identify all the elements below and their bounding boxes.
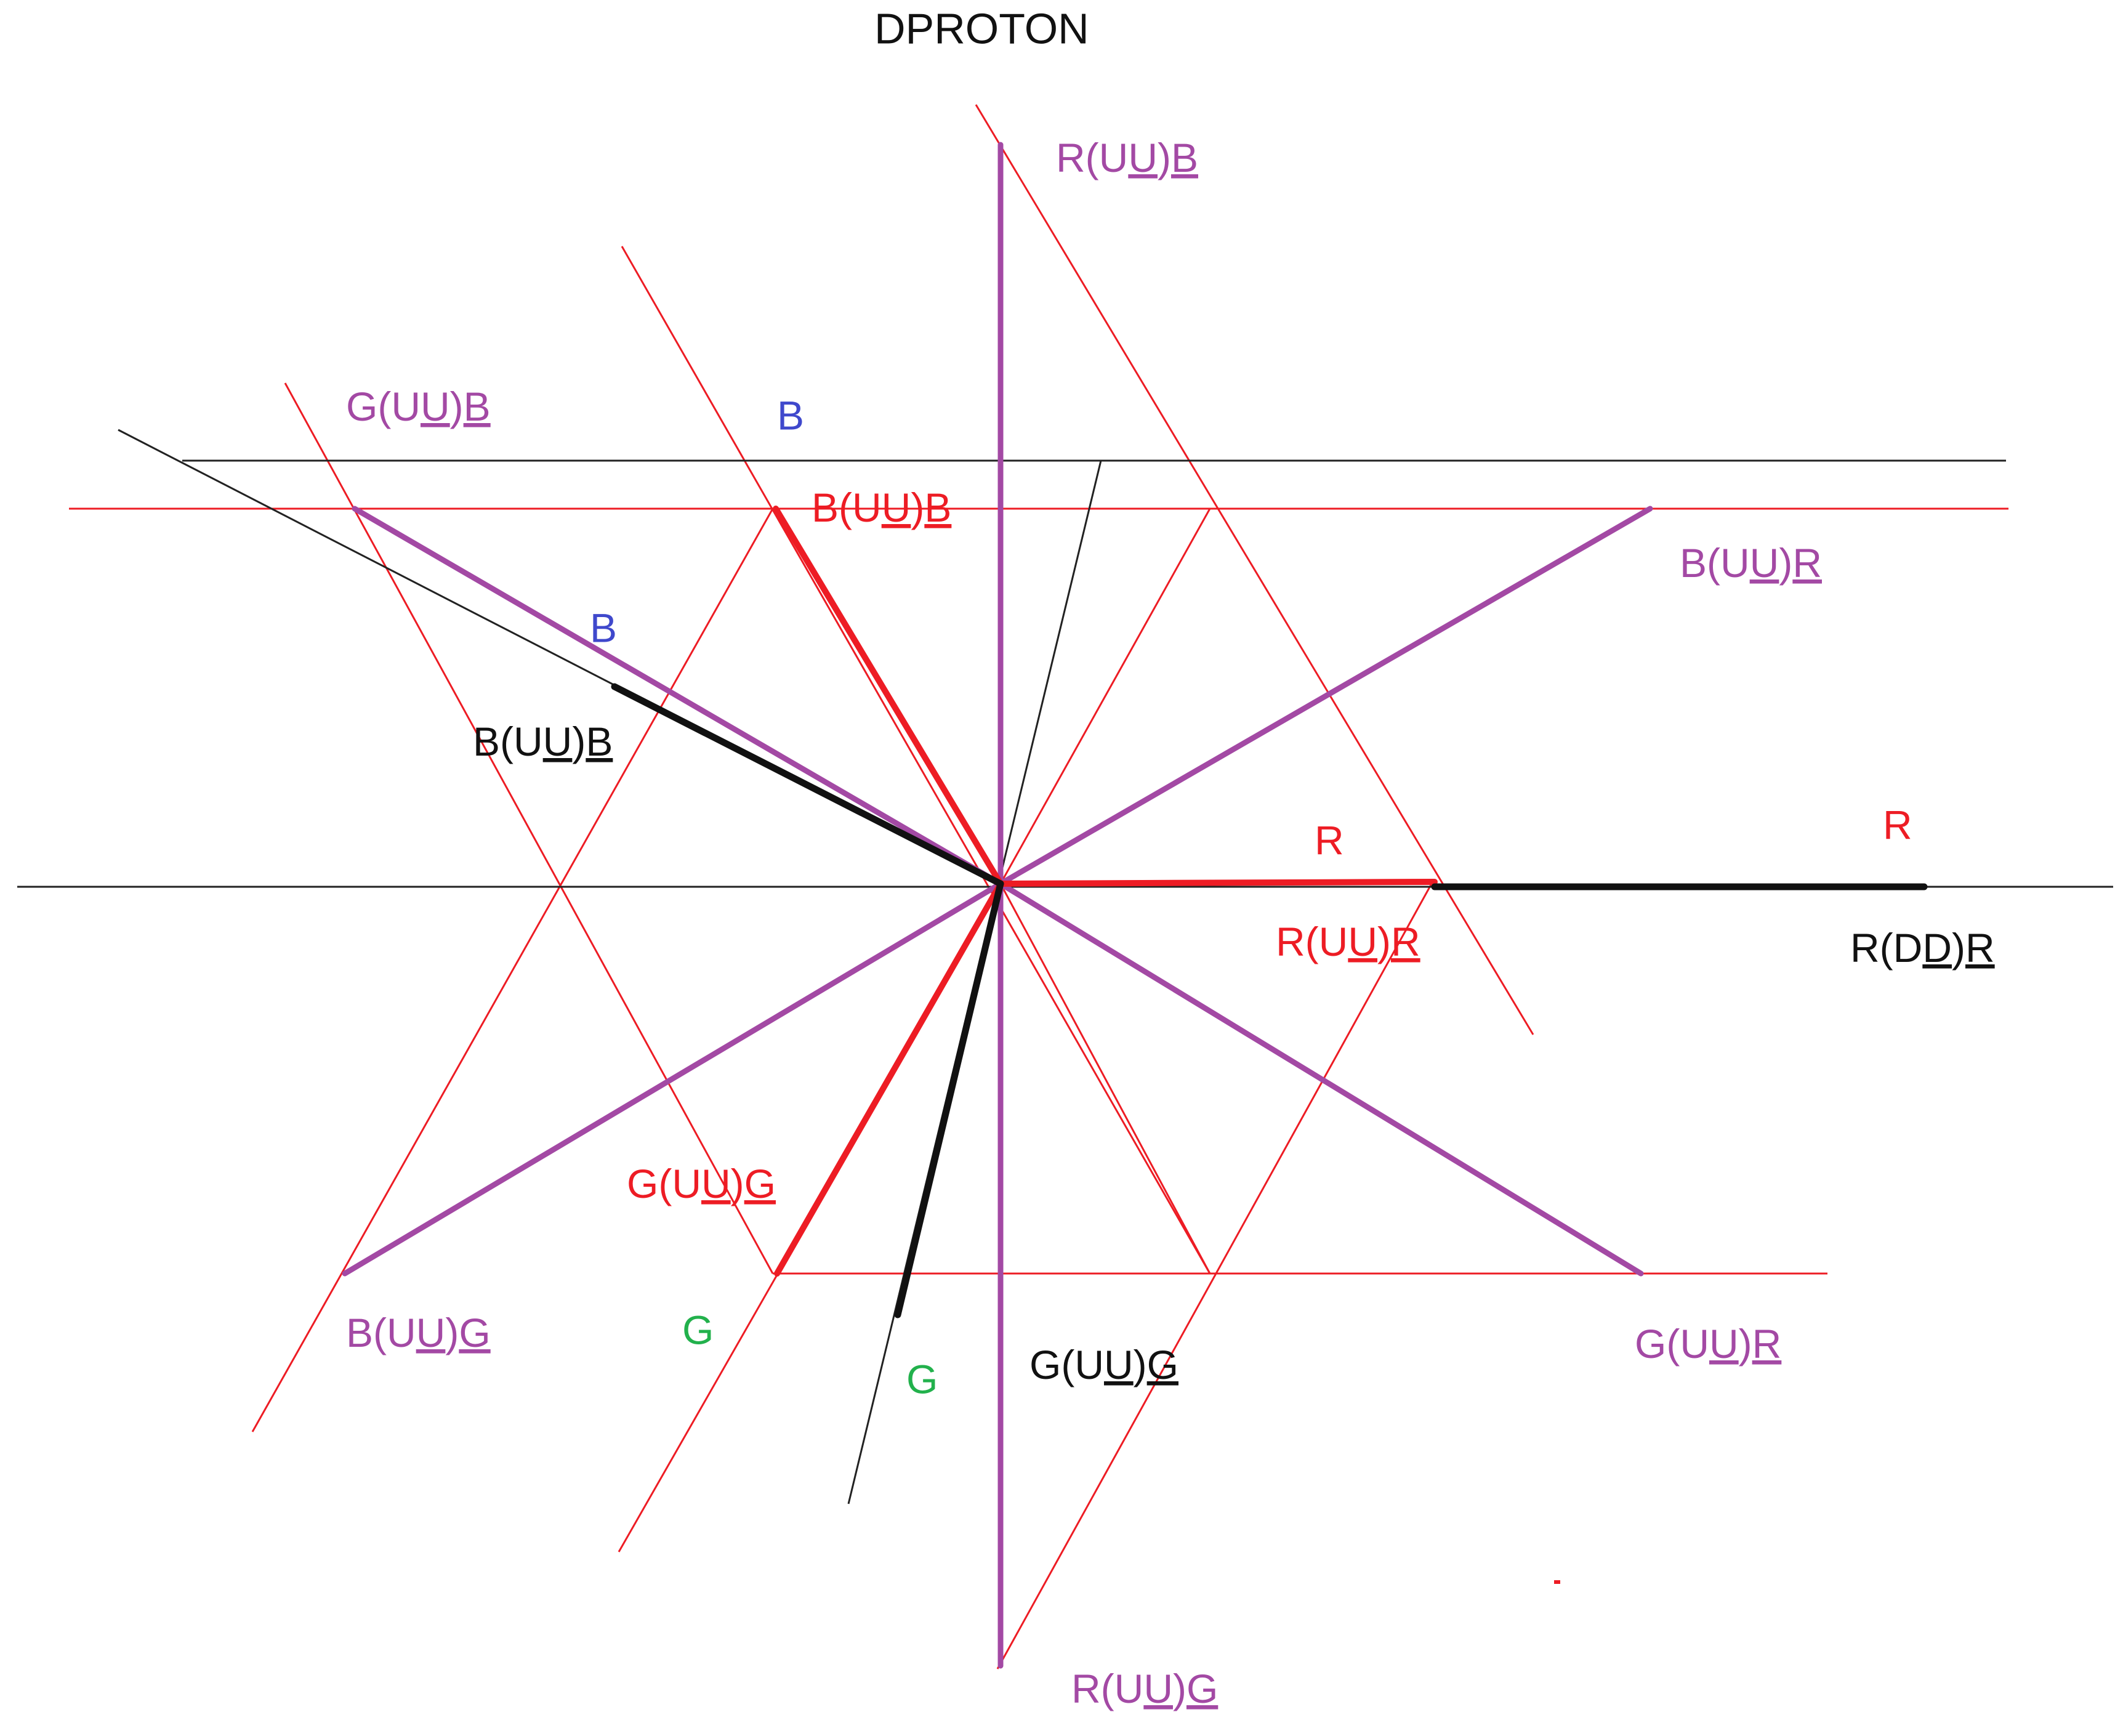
label-g-left: G bbox=[682, 1307, 714, 1352]
label-g-mid: G bbox=[906, 1356, 938, 1402]
purple-ray-lower-left bbox=[342, 881, 1004, 1277]
purple-ray-upper-left bbox=[352, 506, 1004, 887]
label-b-uu-b-red: B(UU)B bbox=[812, 485, 951, 530]
black-ray-upper-left bbox=[611, 683, 1004, 887]
black-rays bbox=[611, 683, 1928, 1318]
diagram-title: DPROTON bbox=[874, 4, 1089, 52]
label-r-far: R bbox=[1883, 802, 1912, 847]
red-ray-right bbox=[997, 879, 1438, 887]
red-rays bbox=[773, 506, 1438, 1277]
red-diagonal-4 bbox=[999, 508, 1211, 884]
label-g-uu-g-red: G(UU)G bbox=[627, 1161, 776, 1206]
black-ray-down bbox=[894, 880, 1004, 1318]
label-r-uu-g: R(UU)G bbox=[1071, 1666, 1218, 1711]
label-g-uu-b: G(UU)B bbox=[346, 384, 491, 429]
red-dot-mark bbox=[1554, 1580, 1560, 1584]
label-r-uu-b: R(UU)B bbox=[1056, 135, 1198, 180]
label-b-mid: B bbox=[590, 605, 617, 650]
red-diagonal-7 bbox=[999, 883, 1211, 1274]
label-r-uu-r: R(UU)R bbox=[1276, 919, 1420, 964]
red-diagonal-3 bbox=[284, 382, 774, 1274]
label-g-uu-r: G(UU)R bbox=[1635, 1321, 1781, 1367]
purple-star bbox=[342, 142, 1653, 1669]
purple-ray-lower-right bbox=[997, 881, 1644, 1277]
red-lattice bbox=[69, 104, 2008, 1669]
label-g-uu-g-black: G(UU)G bbox=[1029, 1342, 1178, 1387]
label-b-top: B bbox=[777, 392, 804, 438]
label-b-uu-b-black: B(UU)B bbox=[473, 719, 613, 764]
red-ray-up bbox=[773, 506, 1004, 887]
label-r-dd-r: R(DD)R bbox=[1850, 925, 1995, 971]
red-ray-down bbox=[774, 881, 1004, 1277]
purple-ray-upper-right bbox=[997, 506, 1653, 887]
label-b-uu-g: B(UU)G bbox=[346, 1310, 491, 1355]
label-r-mid: R bbox=[1315, 817, 1344, 863]
label-b-uu-r: B(UU)R bbox=[1680, 540, 1822, 586]
red-diagonal-6 bbox=[996, 883, 1433, 1669]
red-diagonal-2 bbox=[621, 246, 1211, 1274]
red-diagonal-1 bbox=[975, 104, 1534, 1035]
red-diagonal-5 bbox=[251, 508, 774, 1432]
